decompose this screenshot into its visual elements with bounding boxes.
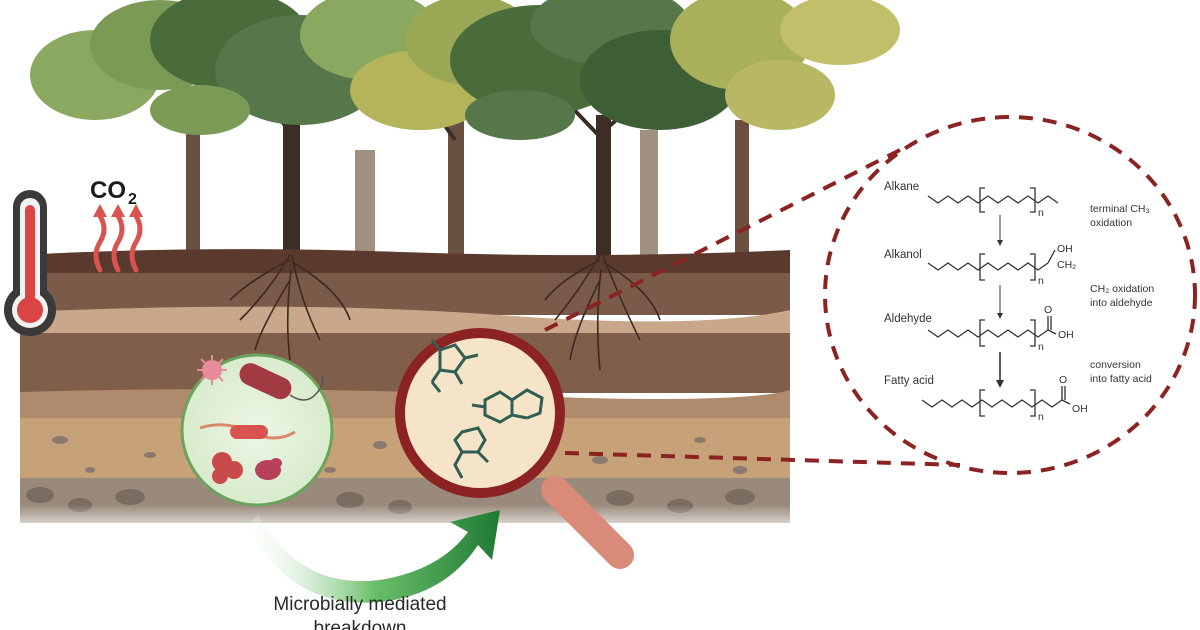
- step-aldehyde-note-2: into fatty acid: [1090, 373, 1152, 385]
- caption-line-1: Microbially mediated: [273, 594, 446, 615]
- co2-emission-label: CO 2: [90, 177, 137, 208]
- step-alkanol-note-1: CH₂ oxidation: [1090, 283, 1154, 295]
- fatty-acid-end-group: OH: [1072, 403, 1088, 415]
- aldehyde-oxygen: O: [1044, 304, 1052, 316]
- repeat-subscript: n: [1038, 411, 1044, 423]
- aldehyde-end-group: OH: [1058, 329, 1074, 341]
- caption-line-2: breakdown: [314, 618, 407, 630]
- repeat-subscript: n: [1038, 207, 1044, 219]
- fatty-acid-oxygen: O: [1059, 374, 1067, 386]
- step-alkane-note-2: oxidation: [1090, 217, 1132, 229]
- virus-icon: [197, 355, 227, 385]
- alkanol-ch2: CH₂: [1057, 259, 1076, 271]
- co2-text: CO: [90, 177, 126, 204]
- repeat-subscript: n: [1038, 275, 1044, 287]
- repeat-subscript: n: [1038, 341, 1044, 353]
- caption: Microbially mediated breakdown: [273, 594, 446, 630]
- step-aldehyde-label: Aldehyde: [884, 313, 932, 325]
- microbe-community: [182, 355, 332, 505]
- alkanol-hydroxyl: OH: [1057, 243, 1073, 255]
- step-aldehyde-note-1: conversion: [1090, 359, 1141, 371]
- step-alkane-label: Alkane: [884, 181, 919, 193]
- step-alkanol-note-2: into aldehyde: [1090, 297, 1153, 309]
- step-alkanol-label: Alkanol: [884, 249, 922, 261]
- step-fatty-acid-label: Fatty acid: [884, 375, 934, 387]
- oxidation-pathway: Alkane n terminal CH₃ oxidation Alkanol …: [884, 181, 1154, 423]
- step-alkane-note-1: terminal CH₃: [1090, 203, 1150, 215]
